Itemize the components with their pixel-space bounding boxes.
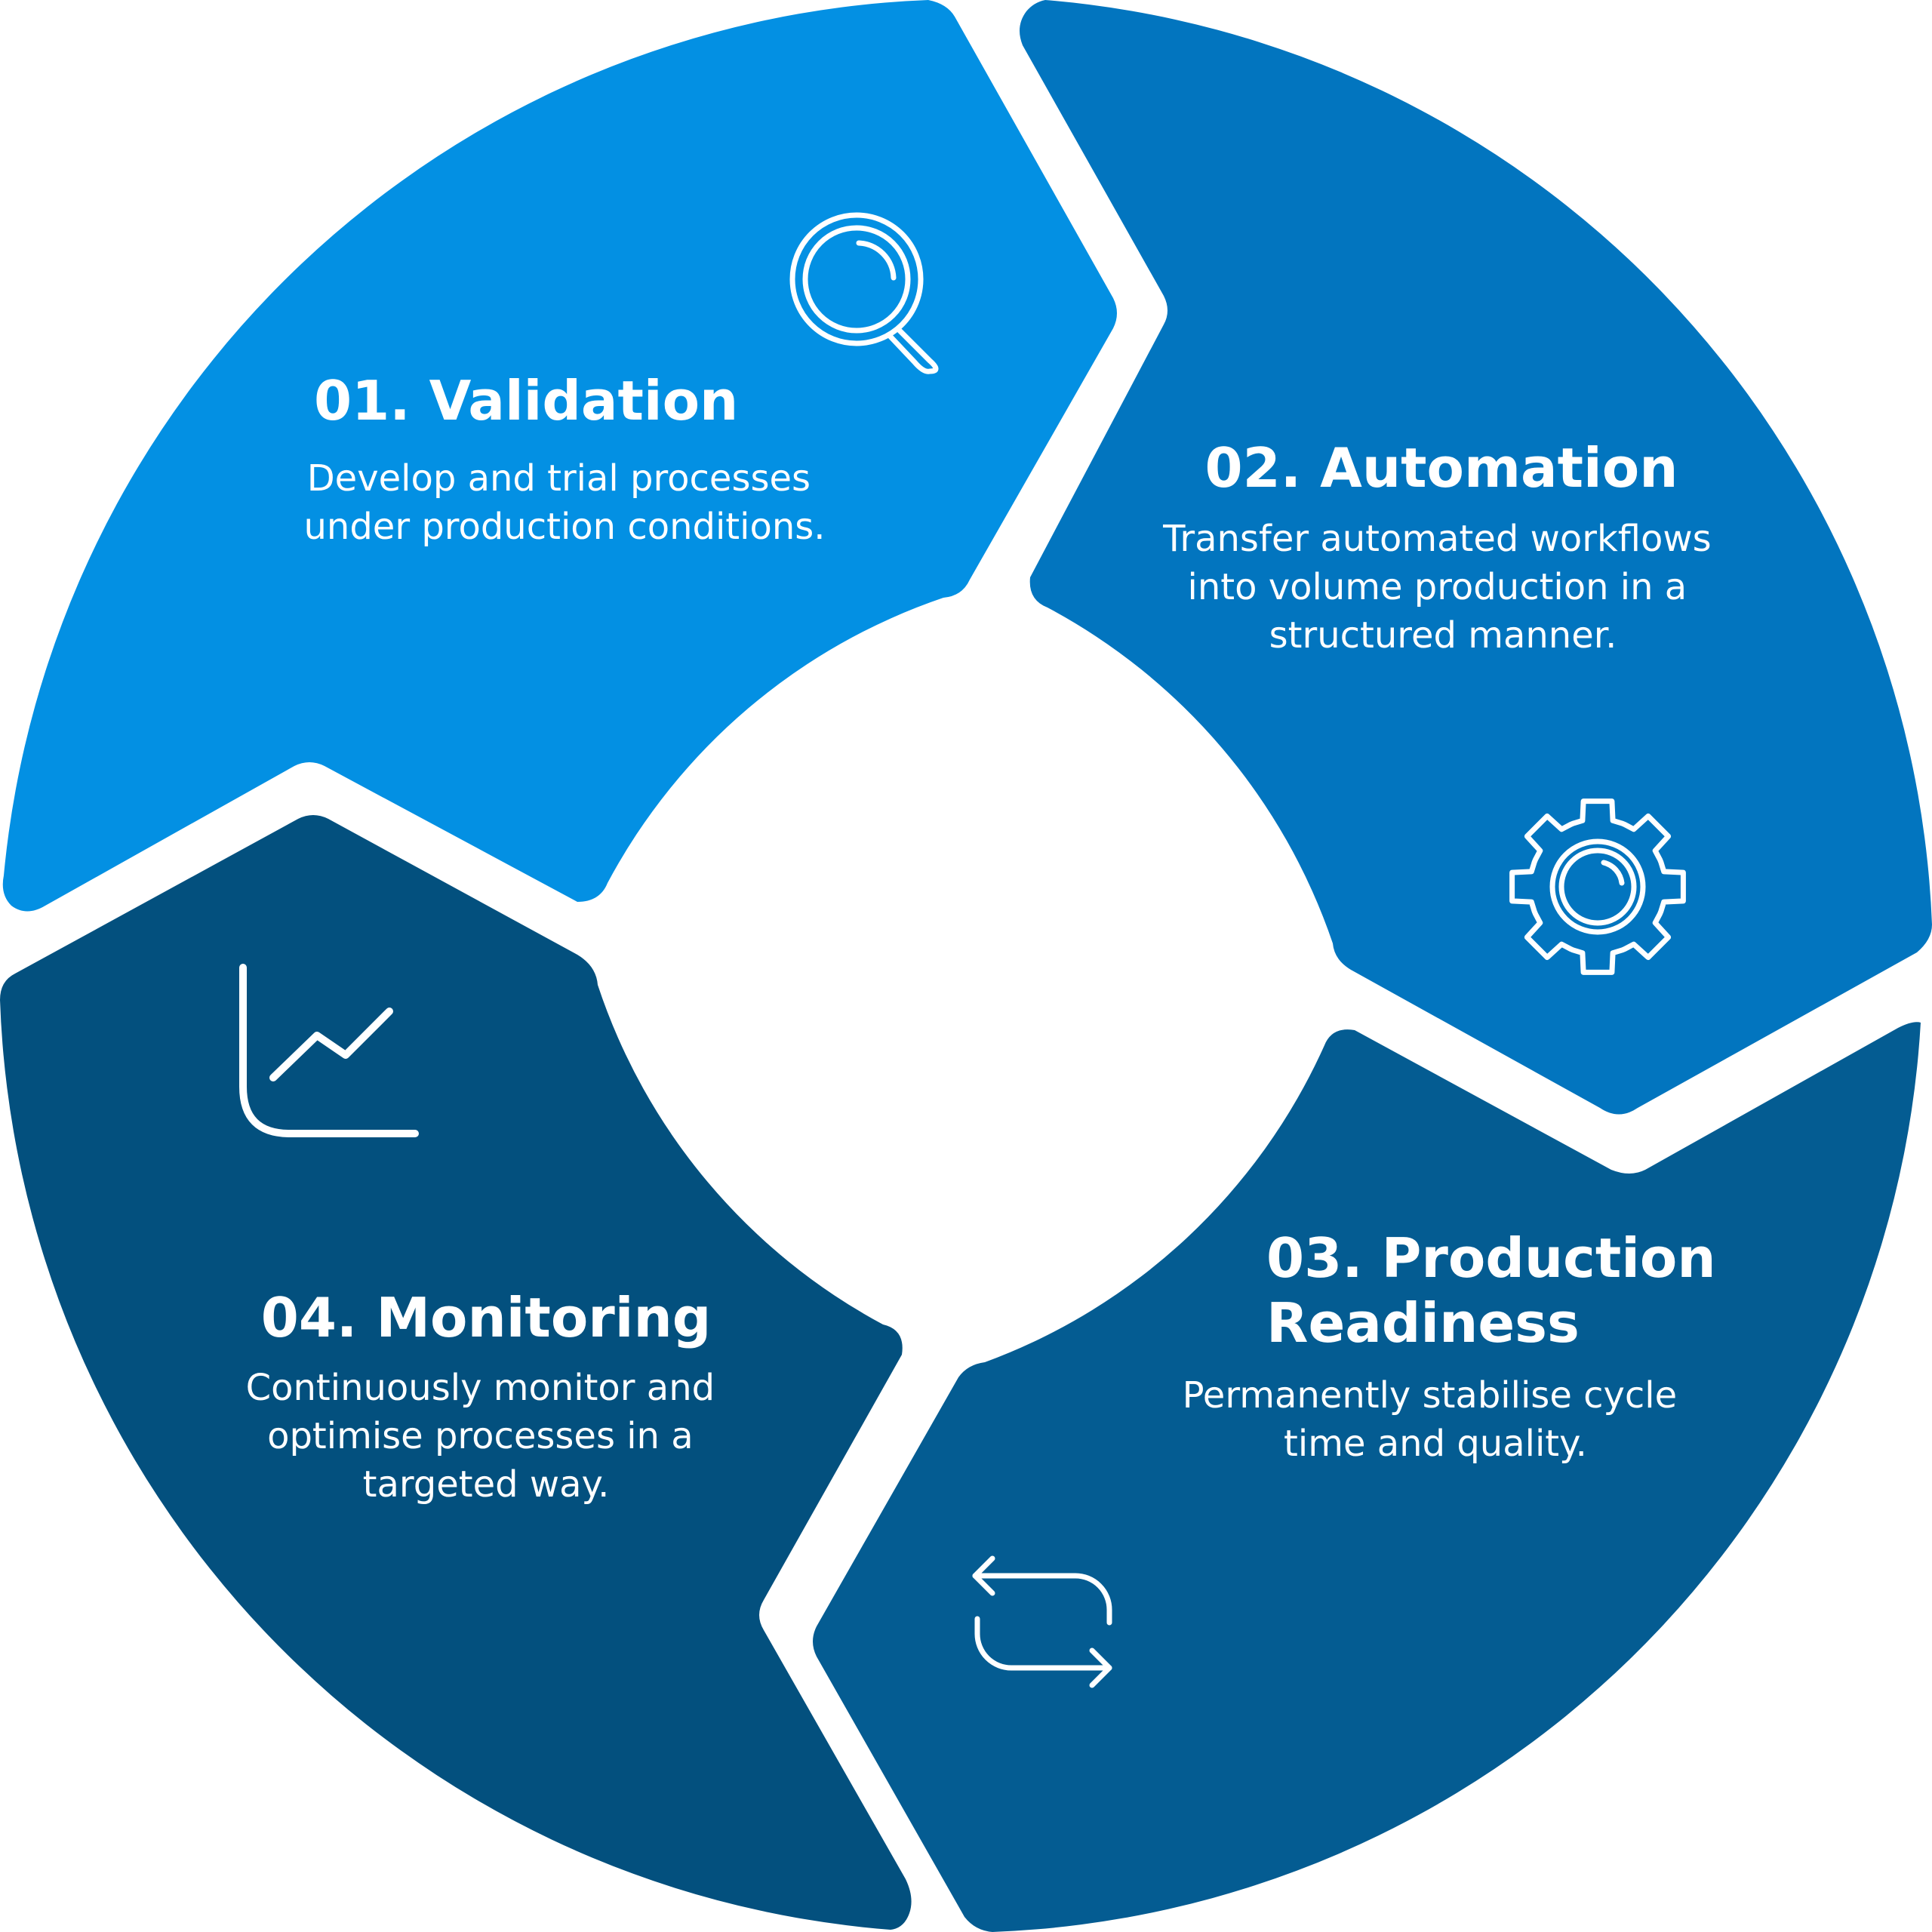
production-readiness-title: 03. Production Readiness (1266, 1226, 1735, 1355)
automation-description: Transfer automated workflows into volume… (1162, 518, 1723, 657)
segment-production-readiness-shape (813, 1022, 1921, 1932)
segment-automation: 02. Automation Transfer automated workfl… (1020, 0, 1932, 1115)
validation-description: Develop and trial processes under produc… (303, 457, 825, 548)
line-chart-icon (239, 964, 419, 1137)
segment-monitoring: 04. Monitoring Continuously monitor and … (0, 815, 912, 1930)
segment-automation-shape (1020, 0, 1932, 1115)
monitoring-title: 04. Monitoring (261, 1286, 712, 1349)
automation-title: 02. Automation (1205, 436, 1678, 500)
segment-production-readiness: 03. Production Readiness Permanently sta… (813, 1022, 1921, 1932)
segment-validation: 01. Validation Develop and trial process… (2, 0, 1117, 912)
gear-icon (1509, 798, 1686, 975)
validation-title: 01. Validation (314, 369, 738, 432)
production-readiness-description: Permanently stabilise cycle time and qua… (1183, 1374, 1689, 1465)
repeat-arrows-icon (972, 1555, 1112, 1688)
segment-validation-shape (2, 0, 1117, 912)
segment-monitoring-shape (0, 815, 912, 1930)
monitoring-description: Continuously monitor and optimise proces… (246, 1367, 727, 1506)
magnifying-glass-icon (789, 212, 939, 374)
